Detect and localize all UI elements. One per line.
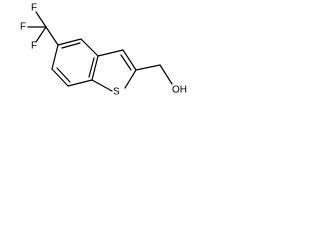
bond-ring-1-inner [61,42,81,49]
bond-ring-5 [51,68,69,87]
bond-thiophene-2 [122,49,137,71]
molecule-structure: F F F S OH [20,3,187,98]
bond-ch2 [135,64,161,71]
bond-ring-3-inner [88,57,95,78]
bond-cf3-ring [45,26,59,46]
atom-f-bottom: F [31,41,37,52]
atom-f-left: F [20,22,26,33]
bond-ring-4 [67,79,93,87]
bond-thiophene-2-inner [120,54,132,71]
bond-ring-6 [51,44,59,70]
bond-ring-5-inner [56,67,71,83]
bond-thiophene-1 [97,49,124,57]
bond-ring-2 [80,38,99,57]
atom-f-top: F [31,3,37,14]
bond-cf3-f-top [35,11,47,28]
atom-hydroxyl: OH [172,85,187,96]
bond-cf3-f-bottom [35,26,47,43]
bond-thiophene-4 [91,79,113,92]
atom-sulfur: S [113,87,120,98]
bond-thiophene-3 [124,69,137,89]
bond-oh [159,64,173,85]
molecule-canvas: F F F S OH [0,0,225,112]
bond-ring-3 [91,55,99,81]
bond-ring-1 [57,38,82,46]
